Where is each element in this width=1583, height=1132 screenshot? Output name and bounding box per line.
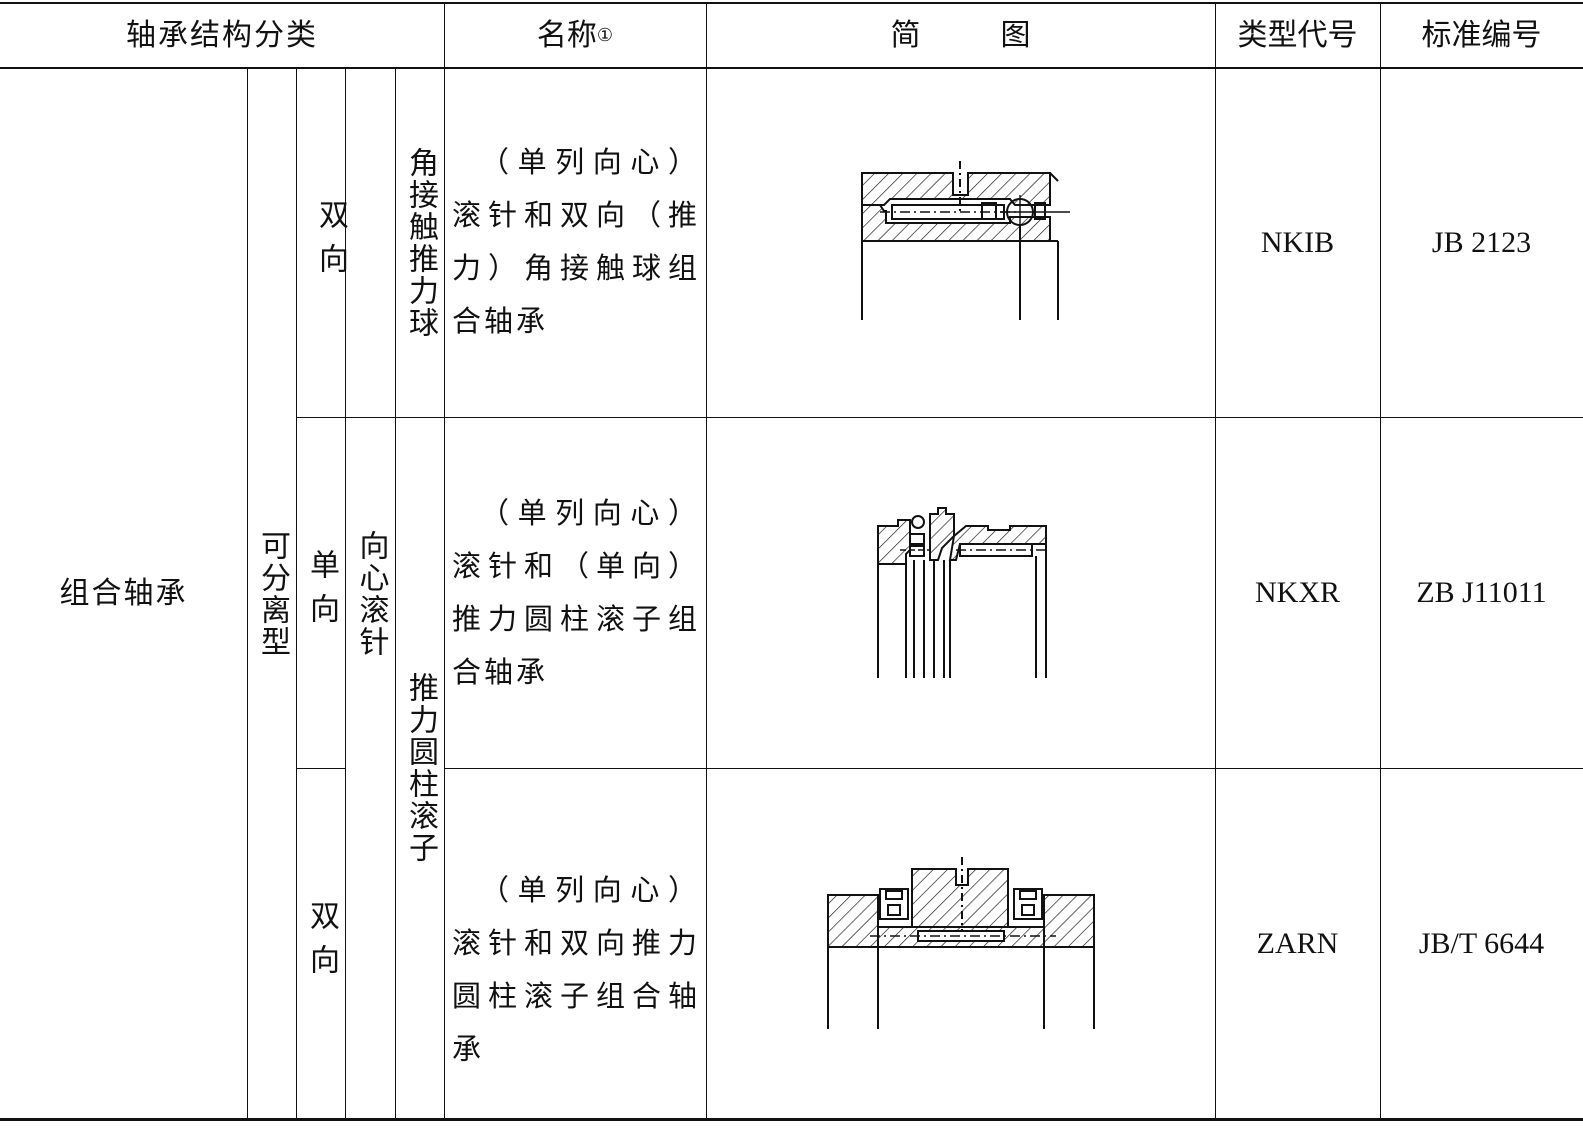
header-diagram-char-1: 简 — [890, 17, 921, 53]
header-diagram: 简 图 — [706, 4, 1215, 67]
bearing-diagram-nkib — [861, 161, 1070, 320]
header-type-code: 类型代号 — [1237, 17, 1358, 53]
standard-row-3: JB/T 6644 — [1418, 926, 1545, 960]
header-name-footnote: ① — [596, 24, 614, 46]
rule-header — [0, 67, 1583, 69]
bearing-diagram-nkxr — [877, 507, 1048, 678]
separable-cell: 可分离型 — [255, 529, 290, 658]
name-row-1: （单列向心）滚针和双向（推力）角接触球组合轴承 — [452, 145, 700, 338]
thrust-roller-cell: 推力圆柱滚子 — [403, 672, 438, 864]
category-cell: 组合轴承 — [59, 575, 188, 611]
rule-row1b — [395, 417, 1583, 418]
col-line-8 — [1380, 3, 1381, 1118]
col-line-2 — [296, 68, 297, 1118]
col-line-5 — [444, 3, 445, 1118]
col-line-7 — [1215, 3, 1216, 1118]
radial-needle-cell: 向心滚针 — [353, 529, 389, 658]
rule-bottom — [0, 1118, 1583, 1121]
bearing-diagram-zarn — [827, 857, 1095, 1029]
col-line-3 — [345, 68, 346, 1118]
header-diagram-char-2: 图 — [1000, 17, 1031, 53]
header-standard: 标准编号 — [1421, 17, 1542, 53]
name-row-2: （单列向心）滚针和（单向）推力圆柱滚子组合轴承 — [452, 496, 700, 689]
header-name-text: 名称 — [536, 17, 597, 53]
type-code-row-1: NKIB — [1260, 226, 1335, 259]
standard-row-1: JB 2123 — [1431, 226, 1532, 259]
rule-top — [0, 2, 1583, 4]
type-code-row-3: ZARN — [1256, 926, 1339, 960]
col-line-1 — [247, 68, 248, 1118]
direction-row-3: 双向 — [304, 899, 339, 988]
header-classification: 轴承结构分类 — [126, 17, 318, 53]
direction-row-2: 单向 — [304, 549, 339, 637]
direction-row-1: 双向 — [313, 199, 348, 287]
rule-row2 — [296, 768, 346, 769]
thrust-ball-cell: 角接触推力球 — [403, 147, 438, 339]
rule-row2b — [444, 768, 1583, 769]
col-line-4 — [395, 68, 396, 1118]
standard-row-2: ZB J11011 — [1416, 576, 1547, 609]
name-row-3: （单列向心）滚针和双向推力圆柱滚子组合轴承 — [452, 873, 700, 1066]
col-line-6 — [706, 3, 707, 1118]
type-code-row-2: NKXR — [1254, 576, 1340, 609]
